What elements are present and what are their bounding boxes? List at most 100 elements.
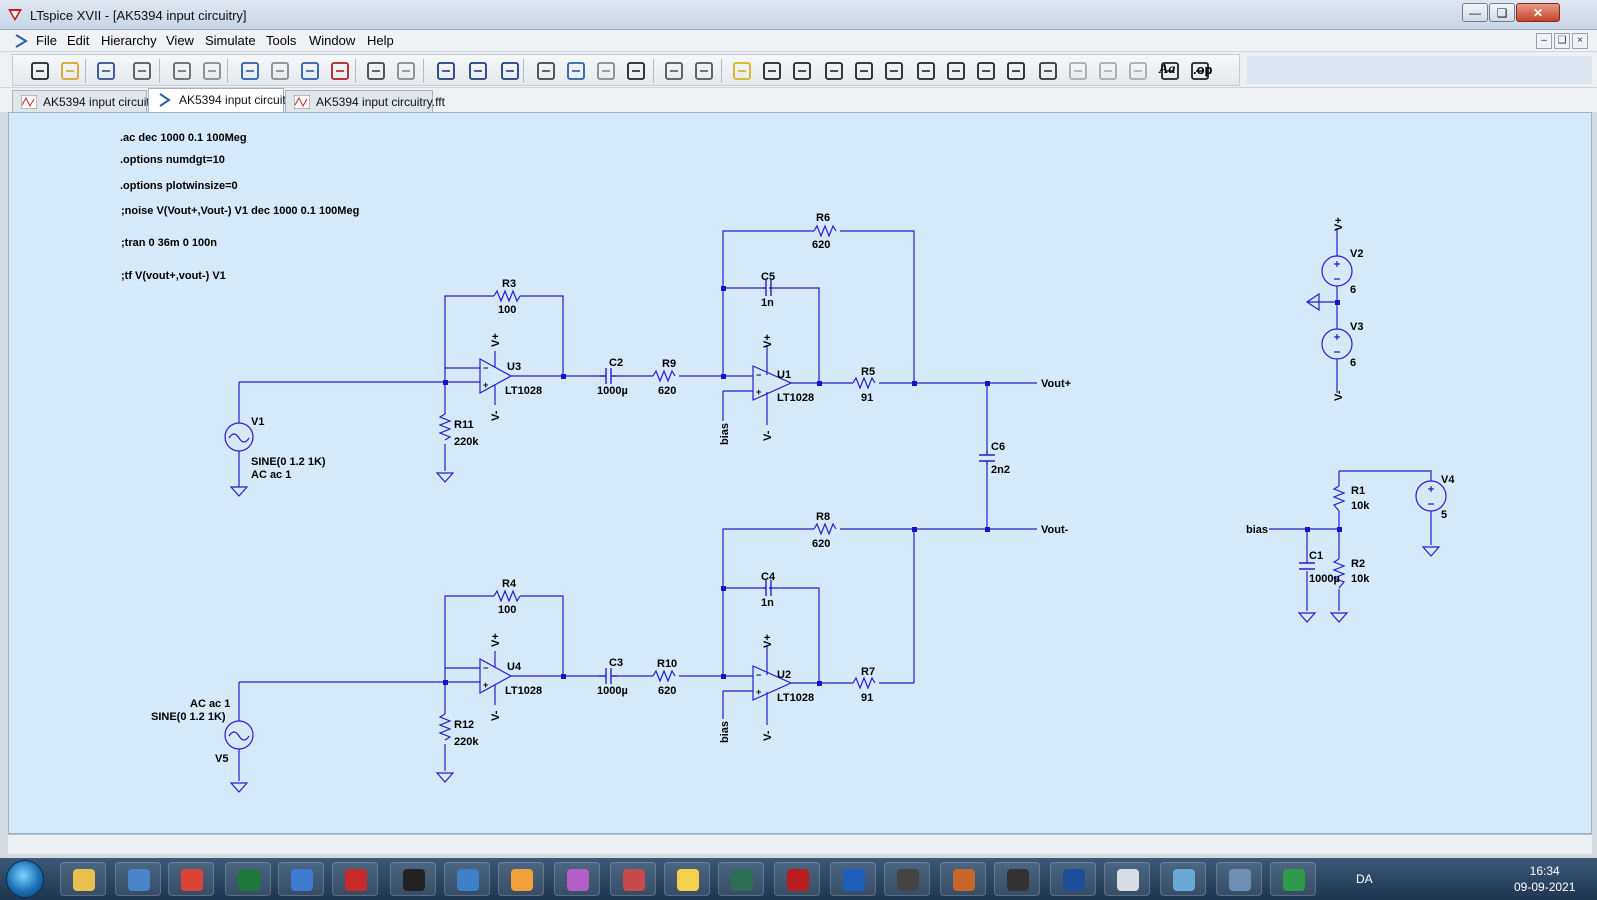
plot-settings-icon[interactable] (393, 58, 419, 84)
chrome-icon[interactable] (168, 862, 214, 896)
directive-plotwinsize[interactable]: .options plotwinsize=0 (120, 180, 238, 192)
R6-name[interactable]: R6 (816, 212, 830, 224)
zoom-out-icon[interactable] (297, 58, 323, 84)
net-vpos-u1[interactable]: V+ (762, 334, 774, 348)
ground-icon[interactable] (759, 58, 785, 84)
R5-value[interactable]: 91 (861, 392, 873, 404)
R5-name[interactable]: R5 (861, 366, 875, 378)
control-panel-icon[interactable] (129, 58, 155, 84)
R6-value[interactable]: 620 (812, 239, 830, 251)
net-vneg-u3[interactable]: V- (490, 410, 502, 421)
R12-value[interactable]: 220k (454, 736, 479, 748)
directive-numdgt[interactable]: .options numdgt=10 (120, 154, 225, 166)
C1-value[interactable]: 1000µ (1309, 573, 1340, 585)
R10-value[interactable]: 620 (658, 685, 676, 697)
R11-name[interactable]: R11 (454, 419, 474, 431)
drag-icon[interactable] (1003, 58, 1029, 84)
menu-file[interactable]: File (36, 33, 57, 48)
R3-name[interactable]: R3 (502, 278, 516, 290)
R9-name[interactable]: R9 (662, 358, 676, 370)
C2-value[interactable]: 1000µ (597, 385, 628, 397)
diode-icon[interactable] (913, 58, 939, 84)
V2-value[interactable]: 6 (1350, 284, 1356, 296)
R3-value[interactable]: 100 (498, 304, 516, 316)
inductor-icon[interactable] (881, 58, 907, 84)
zoom-full-icon[interactable] (267, 58, 293, 84)
excel-icon[interactable] (225, 862, 271, 896)
menu-simulate[interactable]: Simulate (205, 33, 256, 48)
R1-value[interactable]: 10k (1351, 500, 1370, 512)
start-button[interactable] (6, 860, 44, 898)
control-icon[interactable] (1216, 862, 1262, 896)
pan-hand-icon[interactable] (199, 58, 225, 84)
C1-name[interactable]: C1 (1309, 550, 1323, 562)
editor-icon[interactable] (1050, 862, 1096, 896)
redo-icon[interactable] (1065, 58, 1091, 84)
save-icon[interactable] (93, 58, 119, 84)
flower-icon[interactable] (498, 862, 544, 896)
halt-icon[interactable] (169, 58, 195, 84)
open-icon[interactable] (57, 58, 83, 84)
U2-name[interactable]: U2 (777, 669, 791, 681)
move-icon[interactable] (973, 58, 999, 84)
app-icon[interactable] (718, 862, 764, 896)
directive-tran[interactable]: ;tran 0 36m 0 100n (121, 237, 217, 249)
C4-value[interactable]: 1n (761, 597, 774, 609)
menu-edit[interactable]: Edit (67, 33, 90, 48)
net-vpos-u4[interactable]: V+ (490, 633, 502, 647)
directive-noise[interactable]: ;noise V(Vout+,Vout-) V1 dec 1000 0.1 10… (121, 205, 359, 217)
text-icon[interactable] (1157, 58, 1183, 84)
notes-icon[interactable] (1160, 862, 1206, 896)
R1-name[interactable]: R1 (1351, 485, 1365, 497)
net-vneg-u4[interactable]: V- (490, 710, 502, 721)
V3-name[interactable]: V3 (1350, 321, 1363, 333)
bulb-icon[interactable] (664, 862, 710, 896)
V4-value[interactable]: 5 (1441, 509, 1447, 521)
net-bias-u2[interactable]: bias (719, 721, 731, 743)
schematic-canvas[interactable]: .ac dec 1000 0.1 100Meg .options numdgt=… (8, 112, 1592, 834)
U1-value[interactable]: LT1028 (777, 392, 814, 404)
language-indicator[interactable]: DA (1356, 872, 1373, 886)
C2-name[interactable]: C2 (609, 357, 623, 369)
minimize-button[interactable]: — (1462, 3, 1488, 22)
directive-ac[interactable]: .ac dec 1000 0.1 100Meg (120, 132, 247, 144)
R11-value[interactable]: 220k (454, 436, 479, 448)
app-icon[interactable] (1270, 862, 1316, 896)
mdi-close-button[interactable]: × (1572, 33, 1588, 49)
V1-value2[interactable]: AC ac 1 (251, 469, 291, 481)
spectrum-icon[interactable] (884, 862, 930, 896)
app-icon[interactable] (940, 862, 986, 896)
writer-icon[interactable] (278, 862, 324, 896)
zoom-in-icon[interactable] (237, 58, 263, 84)
explorer-icon[interactable] (60, 862, 106, 896)
acrobat-icon[interactable] (332, 862, 378, 896)
net-vpos-u3[interactable]: V+ (490, 333, 502, 347)
U3-value[interactable]: LT1028 (505, 385, 542, 397)
R8-name[interactable]: R8 (816, 511, 830, 523)
text-tool-label[interactable]: Aa (1159, 62, 1176, 77)
clock[interactable]: 16:34 09-09-2021 (1514, 863, 1575, 895)
resistor-icon[interactable] (821, 58, 847, 84)
R7-value[interactable]: 91 (861, 692, 873, 704)
U2-value[interactable]: LT1028 (777, 692, 814, 704)
U3-name[interactable]: U3 (507, 361, 521, 373)
C3-value[interactable]: 1000µ (597, 685, 628, 697)
V1-name[interactable]: V1 (251, 416, 264, 428)
C3-name[interactable]: C3 (609, 657, 623, 669)
R4-value[interactable]: 100 (498, 604, 516, 616)
menu-window[interactable]: Window (309, 33, 356, 48)
feather-icon[interactable] (444, 862, 490, 896)
cut-icon[interactable] (533, 58, 559, 84)
tile-vertical-icon[interactable] (497, 58, 523, 84)
net-vneg-u1[interactable]: V- (762, 430, 774, 441)
op-tool-label[interactable]: .op (1193, 62, 1213, 77)
R2-value[interactable]: 10k (1351, 573, 1370, 585)
capacitor-icon[interactable] (851, 58, 877, 84)
V4-name[interactable]: V4 (1441, 474, 1455, 486)
C4-name[interactable]: C4 (761, 571, 776, 583)
C6-value[interactable]: 2n2 (991, 464, 1010, 476)
V3-value[interactable]: 6 (1350, 357, 1356, 369)
tab-plot-input[interactable]: AK5394 input circuitry (12, 90, 160, 112)
tab-fft[interactable]: AK5394 input circuitry.fft (285, 90, 445, 112)
R4-name[interactable]: R4 (502, 578, 517, 590)
